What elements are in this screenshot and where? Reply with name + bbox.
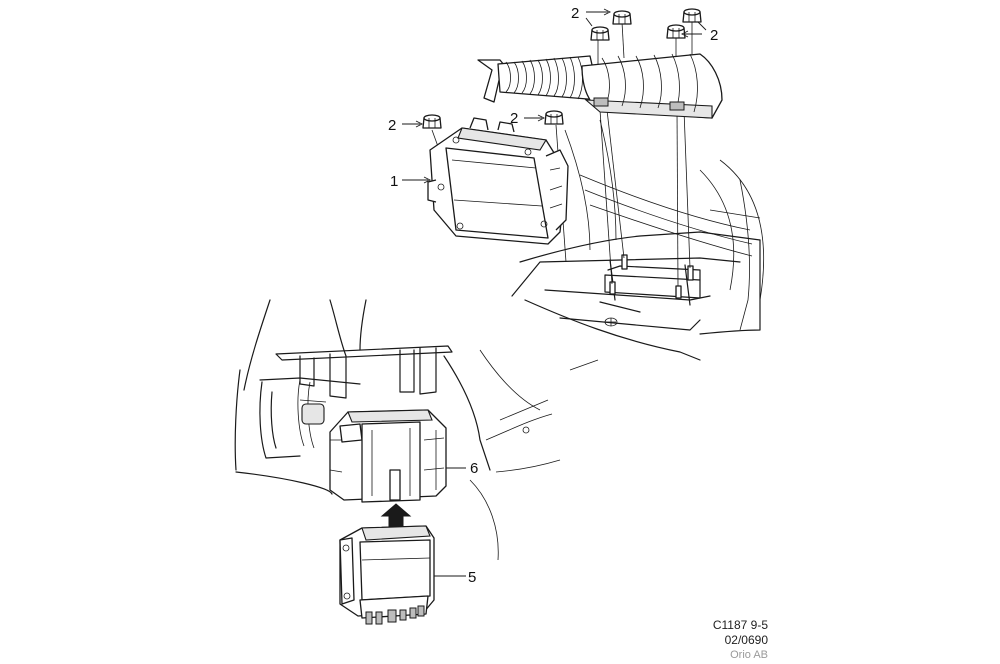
figure-credit: Orio AB	[730, 649, 768, 661]
upper-body-structure	[511, 119, 765, 361]
electronic-unit-item-5	[339, 525, 435, 625]
figure-code: C1187 9-5	[712, 618, 768, 632]
callout-2-top-left: 2	[571, 5, 579, 22]
nut-item-2	[422, 8, 702, 129]
callout-5: 5	[468, 569, 476, 586]
lower-body-panel	[234, 299, 599, 561]
callout-2-top-right: 2	[710, 27, 718, 44]
air-intake-assembly	[477, 53, 723, 119]
leader-lines	[402, 8, 707, 577]
assembly-arrow	[380, 503, 412, 529]
callout-6: 6	[470, 460, 478, 477]
control-module-item-1	[427, 117, 569, 245]
callout-2-left: 2	[388, 117, 396, 134]
callout-1: 1	[390, 173, 398, 190]
callout-2-mid: 2	[510, 110, 518, 127]
callout-labels: 1 2 2 2 2 6 5	[388, 5, 718, 586]
figure-date: 02/0690	[724, 633, 768, 647]
module-holder-item-6	[329, 409, 447, 503]
